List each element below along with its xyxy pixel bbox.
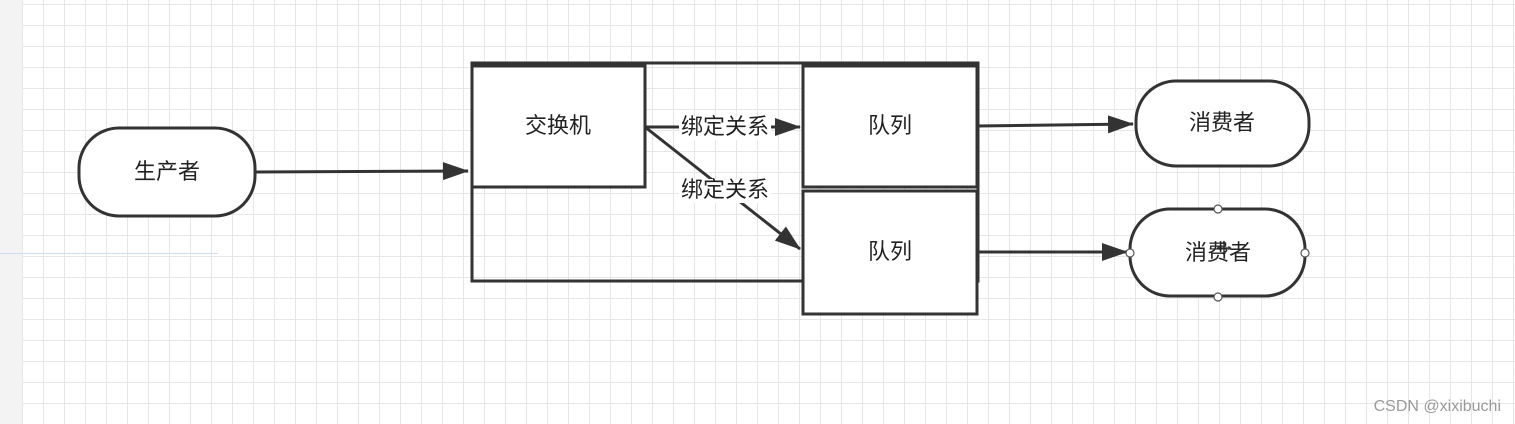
- consumer-bottom-label: 消费者: [1184, 241, 1252, 266]
- watermark: CSDN @xixibuchi: [1373, 398, 1501, 415]
- resize-handle-right[interactable]: [1300, 248, 1310, 258]
- consumer-top-label: 消费者: [1188, 111, 1256, 136]
- binding-label-top: 绑定关系: [678, 115, 772, 140]
- exchange-node[interactable]: [470, 64, 647, 189]
- resize-handle-top[interactable]: [1213, 204, 1223, 214]
- selection-guide-line: [0, 253, 218, 254]
- resize-handle-left[interactable]: [1125, 248, 1135, 258]
- queue-top-label: 队列: [867, 114, 913, 139]
- move-cursor-icon: [1215, 239, 1233, 257]
- binding-label-bottom: 绑定关系: [678, 178, 772, 203]
- edge-queue-top-consumer-top[interactable]: [976, 115, 1134, 134]
- producer-label: 生产者: [133, 160, 201, 185]
- exchange-label: 交换机: [524, 114, 592, 139]
- queue-top-node[interactable]: [801, 64, 979, 189]
- consumer-top-node[interactable]: [1134, 79, 1311, 168]
- queue-bottom-label: 队列: [867, 240, 913, 265]
- edge-producer-exchange[interactable]: [254, 162, 469, 181]
- resize-handle-bottom[interactable]: [1213, 292, 1223, 302]
